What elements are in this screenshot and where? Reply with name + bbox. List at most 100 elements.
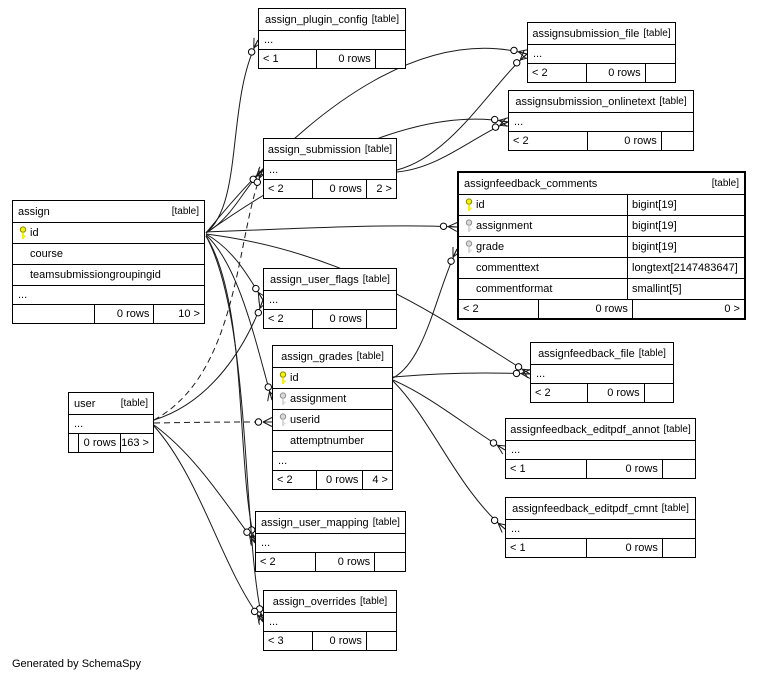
- column-row-ellipsis: ...: [264, 161, 396, 180]
- table-name: assignfeedback_editpdf_annot: [510, 423, 660, 436]
- table-assignfeedback-comments[interactable]: assignfeedback_comments [table] id bigin…: [457, 171, 746, 320]
- footer-rows: 0 rows: [313, 632, 367, 650]
- column-row: teamsubmissiongroupingid: [13, 265, 204, 286]
- footer-rows: 0 rows: [588, 384, 645, 402]
- column-row: id bigint[19]: [459, 195, 744, 216]
- table-assignsubmission-file[interactable]: assignsubmission_file [table] ... < 2 0 …: [527, 22, 676, 83]
- no-key-spacer: [18, 268, 30, 282]
- column-type: bigint[19]: [627, 216, 744, 236]
- column-name: ...: [264, 34, 274, 46]
- column-name: ...: [536, 368, 546, 380]
- column-type: longtext[2147483647]: [627, 258, 744, 278]
- table-assign-grades[interactable]: assign_grades [table] id assignment user…: [272, 345, 393, 490]
- table-name: assignfeedback_editpdf_cmnt: [512, 502, 658, 515]
- footer-rows: 0 rows: [316, 553, 376, 571]
- column-row-ellipsis: ...: [259, 31, 405, 50]
- column-name: id: [30, 227, 39, 239]
- column-row: commentformat smallint[5]: [459, 279, 744, 300]
- table-name: assign_user_flags: [270, 273, 359, 286]
- primary-key-icon: [464, 198, 476, 212]
- table-assignfeedback-file[interactable]: assignfeedback_file [table] ... < 2 0 ro…: [530, 342, 674, 403]
- column-name: ...: [269, 294, 279, 306]
- table-header: assign_user_flags [table]: [264, 269, 396, 291]
- table-footer: 0 rows 10 >: [13, 305, 204, 323]
- table-assign[interactable]: assign [table] id course teamsubmissiong…: [12, 200, 205, 324]
- footer-children: 4 >: [372, 474, 388, 486]
- table-assign-overrides[interactable]: assign_overrides [table] ... < 3 0 rows: [263, 590, 397, 651]
- table-name: assign_overrides: [272, 595, 356, 608]
- column-row-ellipsis: ...: [506, 441, 695, 460]
- foreign-key-icon: [278, 413, 290, 427]
- table-header: assign_grades [table]: [273, 346, 392, 368]
- table-assignsubmission-onlinetext[interactable]: assignsubmission_onlinetext [table] ... …: [508, 90, 694, 151]
- table-name: user: [74, 397, 96, 410]
- footer-children: 10 >: [178, 308, 200, 320]
- column-name: commenttext: [476, 262, 539, 274]
- footer-children: [662, 132, 693, 150]
- footer-children: 0 >: [724, 303, 740, 315]
- edge-assign-to-assign_user_mapping: [205, 235, 260, 545]
- table-name: assign_plugin_config: [265, 13, 368, 26]
- footer-parents: [69, 434, 80, 452]
- table-name: assignfeedback_comments: [464, 177, 598, 190]
- table-tag: [table]: [638, 348, 666, 359]
- column-row-ellipsis: ...: [273, 452, 392, 471]
- edge-assign-to-assign_plugin_config: [205, 37, 263, 234]
- table-assign-plugin-config[interactable]: assign_plugin_config [table] ... < 1 0 r…: [258, 8, 406, 69]
- no-key-spacer: [464, 282, 476, 296]
- table-assignfeedback-editpdf-cmnt[interactable]: assignfeedback_editpdf_cmnt [table] ... …: [505, 497, 696, 558]
- table-footer: < 2 0 rows 0 >: [459, 300, 744, 318]
- footer-parents: < 1: [506, 539, 588, 557]
- edge-user-to-assign_user_flags: [153, 298, 268, 421]
- column-row-ellipsis: ...: [509, 113, 693, 132]
- table-footer: < 2 0 rows: [531, 384, 673, 402]
- footer-rows: 0 rows: [587, 460, 663, 478]
- column-row: id: [13, 223, 204, 244]
- column-row-ellipsis: ...: [69, 415, 153, 434]
- table-tag: [table]: [663, 424, 691, 435]
- no-key-spacer: [464, 261, 476, 275]
- column-row: attemptnumber: [273, 431, 392, 452]
- table-assign-user-mapping[interactable]: assign_user_mapping [table] ... < 2 0 ro…: [255, 511, 406, 572]
- column-name: id: [476, 199, 485, 211]
- footer-rows: 0 rows: [95, 305, 155, 323]
- footer-parents: < 2: [256, 553, 316, 571]
- column-name: ...: [269, 164, 279, 176]
- table-header: assignfeedback_file [table]: [531, 343, 673, 365]
- table-header: assign [table]: [13, 201, 204, 223]
- column-row: assignment bigint[19]: [459, 216, 744, 237]
- table-tag: [table]: [659, 96, 687, 107]
- column-name: attemptnumber: [290, 435, 364, 447]
- column-row-ellipsis: ...: [506, 520, 695, 539]
- table-tag: [table]: [371, 14, 399, 25]
- edge-assign_grades-to-assignfeedback_editpdf_annot: [392, 379, 508, 455]
- column-name: ...: [269, 616, 279, 628]
- table-footer: < 3 0 rows: [264, 632, 396, 650]
- table-user[interactable]: user [table] ... 0 rows 163 >: [68, 392, 154, 453]
- footer-children: [367, 310, 396, 328]
- table-footer: < 2 0 rows: [528, 64, 675, 82]
- table-footer: < 1 0 rows: [506, 460, 695, 478]
- column-row-ellipsis: ...: [528, 45, 675, 64]
- table-header: assignfeedback_editpdf_cmnt [table]: [506, 498, 695, 520]
- column-row-ellipsis: ...: [264, 291, 396, 310]
- column-name: ...: [511, 523, 521, 535]
- edge-assign_submission-to-assignsubmission_onlinetext: [396, 117, 510, 173]
- footer-rows: 0 rows: [313, 310, 367, 328]
- column-name: teamsubmissiongroupingid: [30, 269, 161, 281]
- no-key-spacer: [18, 247, 30, 261]
- table-tag: [table]: [364, 144, 393, 155]
- edge-assign_grades-to-assignfeedback_editpdf_cmnt: [392, 380, 508, 533]
- table-assign-submission[interactable]: assign_submission [table] ... < 2 0 rows…: [263, 138, 397, 199]
- footer-rows: 0 rows: [588, 132, 662, 150]
- table-header: user [table]: [69, 393, 153, 415]
- column-row-ellipsis: ...: [264, 613, 396, 632]
- footer-parents: < 3: [264, 632, 313, 650]
- column-name: ...: [18, 289, 28, 301]
- edge-user-to-assign_submission: [153, 168, 268, 421]
- column-name: ...: [533, 48, 543, 60]
- table-assignfeedback-editpdf-annot[interactable]: assignfeedback_editpdf_annot [table] ...…: [505, 418, 696, 479]
- table-assign-user-flags[interactable]: assign_user_flags [table] ... < 2 0 rows: [263, 268, 397, 329]
- column-name: grade: [476, 241, 505, 253]
